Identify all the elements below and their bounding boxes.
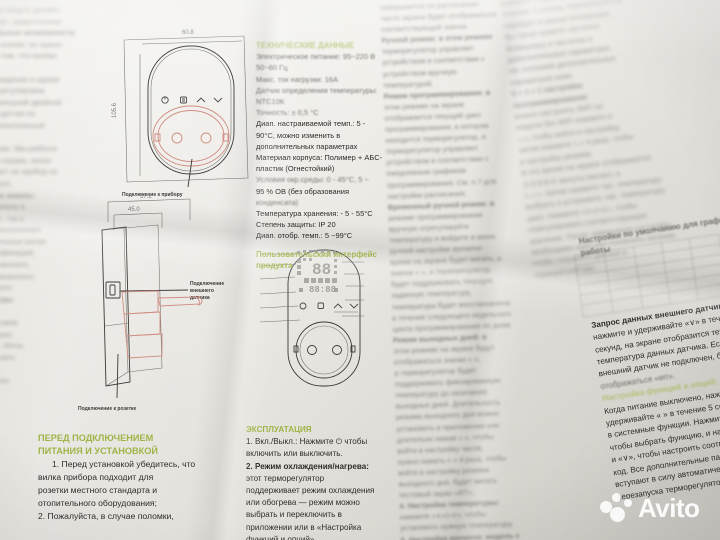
- before-power-column: ПЕРЕД ПОДКЛЮЧЕНИЕМ ПИТАНИЯ И УСТАНОВКОЙ …: [38, 432, 253, 523]
- label-sensor-2: внешнего: [190, 288, 214, 294]
- avito-logo-icon: [600, 493, 634, 523]
- caption-connect-to-device: Подключение к прибору: [122, 191, 183, 198]
- dimension-outer: 57.2: [140, 194, 152, 200]
- default-schedule-table: [573, 233, 720, 318]
- dimension-inner: 45.0: [128, 207, 140, 213]
- front-buttons: [161, 96, 223, 104]
- display-clock: 88:88: [309, 285, 336, 295]
- menu-icon: [180, 96, 187, 104]
- label-sensor-1: Подключение: [190, 281, 224, 287]
- left-text-column: ый из оццуть дизайн: корпус, закругленны…: [0, 5, 75, 385]
- diagram-side-view: 57.2 45.0 Подключение внешнего датчика П…: [78, 194, 224, 412]
- technical-data-column: ТЕХНИЧЕСКИЕ ДАННЫЕ Электрическое питание…: [256, 41, 383, 270]
- caption-connect-to-outlet: Подключение к розетке: [78, 406, 137, 412]
- ui-heading-2: продукта: [256, 260, 293, 270]
- avito-watermark: Avito: [600, 487, 716, 529]
- up-arrow-icon: [196, 97, 206, 103]
- label-sensor-3: датчика: [190, 295, 210, 301]
- dimension-width: 60.8: [182, 30, 194, 36]
- operation-column: ЭКСПЛУАТАЦИЯ 1. Вкл./Выкл.: Нажмите ⏻ чт…: [246, 425, 375, 540]
- diagram-front-view: 105.6 60.8 Подключение к прибору: [112, 30, 249, 198]
- diagram-user-interface: 88 88:88: [259, 249, 364, 387]
- technical-data-title: ТЕХНИЧЕСКИЕ ДАННЫЕ: [256, 41, 355, 50]
- before-power-title-1: ПЕРЕД ПОДКЛЮЧЕНИЕМ: [38, 433, 154, 443]
- ui-heading-1: Пользовательский интерфейс: [256, 249, 377, 259]
- down-arrow-icon: [213, 97, 223, 103]
- avito-wordmark: Avito: [638, 493, 700, 523]
- middle-text-column: завершается по расписанию части экрана б…: [380, 0, 520, 540]
- display-temperature: 88: [312, 261, 331, 279]
- dimension-height: 105.6: [112, 102, 118, 118]
- before-power-title-2: ПИТАНИЯ И УСТАНОВКОЙ: [38, 446, 158, 456]
- operation-title: ЭКСПЛУАТАЦИЯ: [246, 425, 312, 434]
